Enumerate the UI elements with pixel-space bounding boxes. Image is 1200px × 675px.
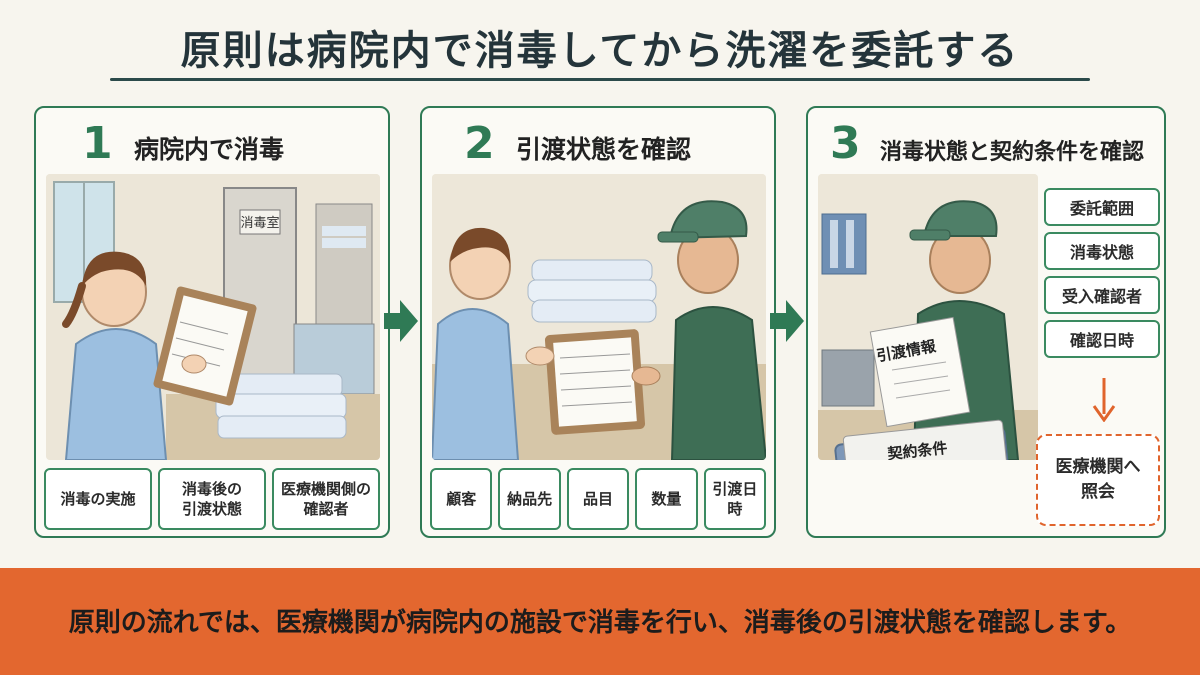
inquire-medical-institution: 医療機関へ 照会 bbox=[1036, 434, 1160, 526]
check-receiver: 受入確認者 bbox=[1044, 276, 1160, 314]
room-sign-text: 消毒室 bbox=[240, 215, 279, 231]
summary-banner: 原則の流れでは、医療機関が病院内の施設で消毒を行い、消毒後の引渡状態を確認します… bbox=[0, 568, 1200, 675]
arrow-right-icon bbox=[770, 300, 804, 342]
step2-chip-row: 顧客 納品先 品目 数量 引渡日時 bbox=[430, 468, 767, 530]
chip-delivery-destination: 納品先 bbox=[498, 468, 561, 530]
chip-disinfection: 消毒の実施 bbox=[44, 468, 152, 530]
arrow-right-icon bbox=[384, 300, 418, 342]
step-title: 引渡状態を確認 bbox=[516, 135, 692, 164]
check-datetime: 確認日時 bbox=[1044, 320, 1160, 358]
disinfection-scene: 消毒室 bbox=[46, 174, 380, 460]
summary-text: 原則の流れでは、医療機関が病院内の施設で消毒を行い、消毒後の引渡状態を確認します… bbox=[68, 608, 1132, 638]
arrow-down-icon bbox=[1092, 378, 1116, 422]
step-number: 2 bbox=[464, 118, 495, 169]
step-panel-3: 3 消毒状態と契約条件を確認 引渡情報 契約条件 委託範囲 消毒状態 受入確認者… bbox=[806, 106, 1166, 538]
handover-scene bbox=[432, 174, 766, 460]
title-underline bbox=[110, 78, 1090, 81]
chip-confirmer: 医療機関側の 確認者 bbox=[272, 468, 380, 530]
worker-illustration: 引渡情報 契約条件 bbox=[818, 174, 1038, 460]
chip-handover-state: 消毒後の 引渡状態 bbox=[158, 468, 266, 530]
step-number: 1 bbox=[82, 118, 113, 169]
chip-customer: 顧客 bbox=[430, 468, 493, 530]
step-title: 病院内で消毒 bbox=[134, 135, 285, 164]
chip-item: 品目 bbox=[566, 468, 630, 530]
check-scope: 委託範囲 bbox=[1044, 188, 1160, 226]
step-title: 消毒状態と契約条件を確認 bbox=[880, 140, 1145, 165]
contract-scene: 引渡情報 契約条件 bbox=[818, 174, 1038, 460]
check-disinfection-state: 消毒状態 bbox=[1044, 232, 1160, 270]
chip-handover-datetime: 引渡日時 bbox=[703, 468, 767, 530]
step-panel-2: 2 引渡状態を確認 顧客 納品先 品目 数量 bbox=[420, 106, 776, 538]
nurse-illustration: 消毒室 bbox=[46, 174, 380, 460]
handover-illustration bbox=[432, 174, 766, 460]
chip-quantity: 数量 bbox=[635, 468, 698, 530]
step-panel-1: 1 病院内で消毒 消毒室 bbox=[34, 106, 390, 538]
page-title: 原則は病院内で消毒してから洗濯を委託する bbox=[180, 28, 1020, 74]
contract-binder-text: 契約条件 bbox=[886, 439, 949, 460]
step-number: 3 bbox=[830, 118, 861, 169]
step1-chip-row: 消毒の実施 消毒後の 引渡状態 医療機関側の 確認者 bbox=[44, 468, 380, 530]
